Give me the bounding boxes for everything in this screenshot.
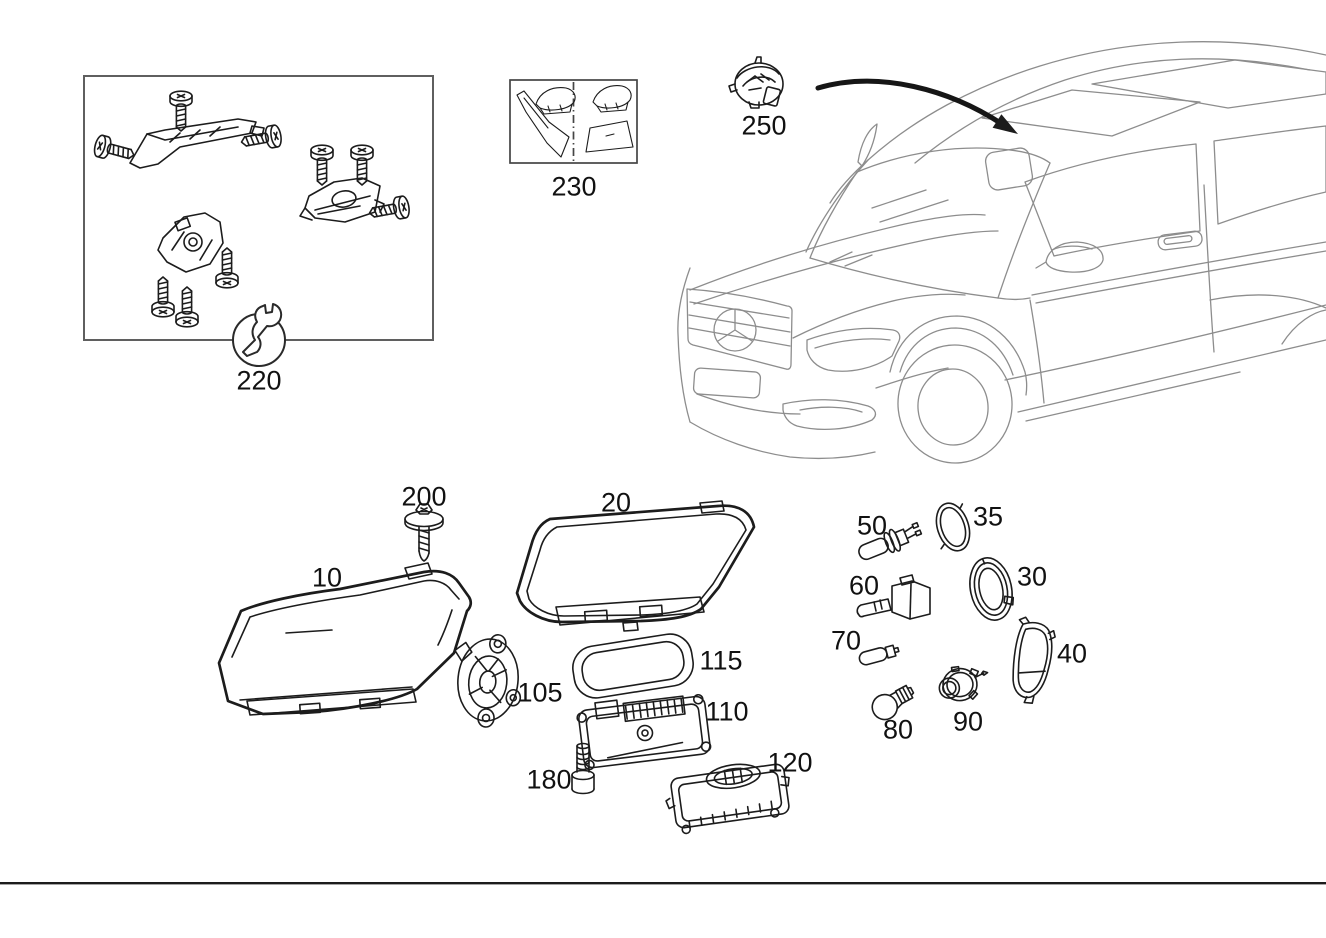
- part-label-10: 10: [311, 562, 343, 593]
- part-label-250: 250: [741, 110, 787, 141]
- headlamp-lens-20: [515, 500, 756, 632]
- repair-kit-box-220: [83, 75, 434, 367]
- screw-200: [404, 503, 444, 562]
- car-illustration: [677, 41, 1326, 464]
- part-label-50: 50: [856, 510, 888, 541]
- round-cap-30: [969, 557, 1015, 621]
- part-label-105: 105: [517, 677, 563, 708]
- part-label-110: 110: [705, 696, 749, 727]
- part-label-60: 60: [848, 570, 880, 601]
- front-wheel: [897, 344, 1013, 464]
- pointer-arrow: [815, 78, 1018, 134]
- sealing-ring-35: [935, 502, 971, 552]
- part-label-115: 115: [699, 645, 743, 676]
- wrench-icon: [232, 303, 286, 367]
- part-label-120: 120: [767, 747, 813, 778]
- part-label-80: 80: [882, 714, 914, 745]
- screw-180: [571, 742, 595, 795]
- control-unit-120: [665, 763, 790, 835]
- bottom-divider: [0, 882, 1326, 885]
- brand-star-icon: [713, 308, 757, 352]
- part-label-230: 230: [551, 171, 597, 202]
- headlamp-assembly-10: [217, 562, 473, 716]
- door-handle: [1157, 230, 1203, 251]
- cover-set-box-230: [509, 79, 638, 164]
- part-label-200: 200: [401, 481, 447, 512]
- part-label-220: 220: [236, 365, 282, 396]
- part-label-35: 35: [972, 501, 1004, 532]
- part-label-90: 90: [952, 706, 984, 737]
- part-label-40: 40: [1056, 638, 1088, 669]
- part-label-180: 180: [526, 764, 572, 795]
- gasket-seal-115: [572, 633, 694, 699]
- windshield-sensor-patch: [984, 147, 1034, 191]
- bulb-module-60: [856, 574, 931, 620]
- halogen-bulb-50: [858, 521, 923, 561]
- rain-light-sensor-250: [728, 56, 784, 109]
- small-bulb-70: [858, 644, 900, 666]
- oval-cover-40: [1012, 616, 1056, 704]
- part-label-20: 20: [600, 487, 632, 518]
- bulb-socket-90: [938, 665, 989, 702]
- part-label-30: 30: [1016, 561, 1048, 592]
- part-label-70: 70: [830, 625, 862, 656]
- adjuster-plate-105: [454, 634, 522, 728]
- control-unit-110: [576, 693, 712, 771]
- side-mirror: [1045, 241, 1104, 273]
- pear-bulb-80: [871, 684, 915, 721]
